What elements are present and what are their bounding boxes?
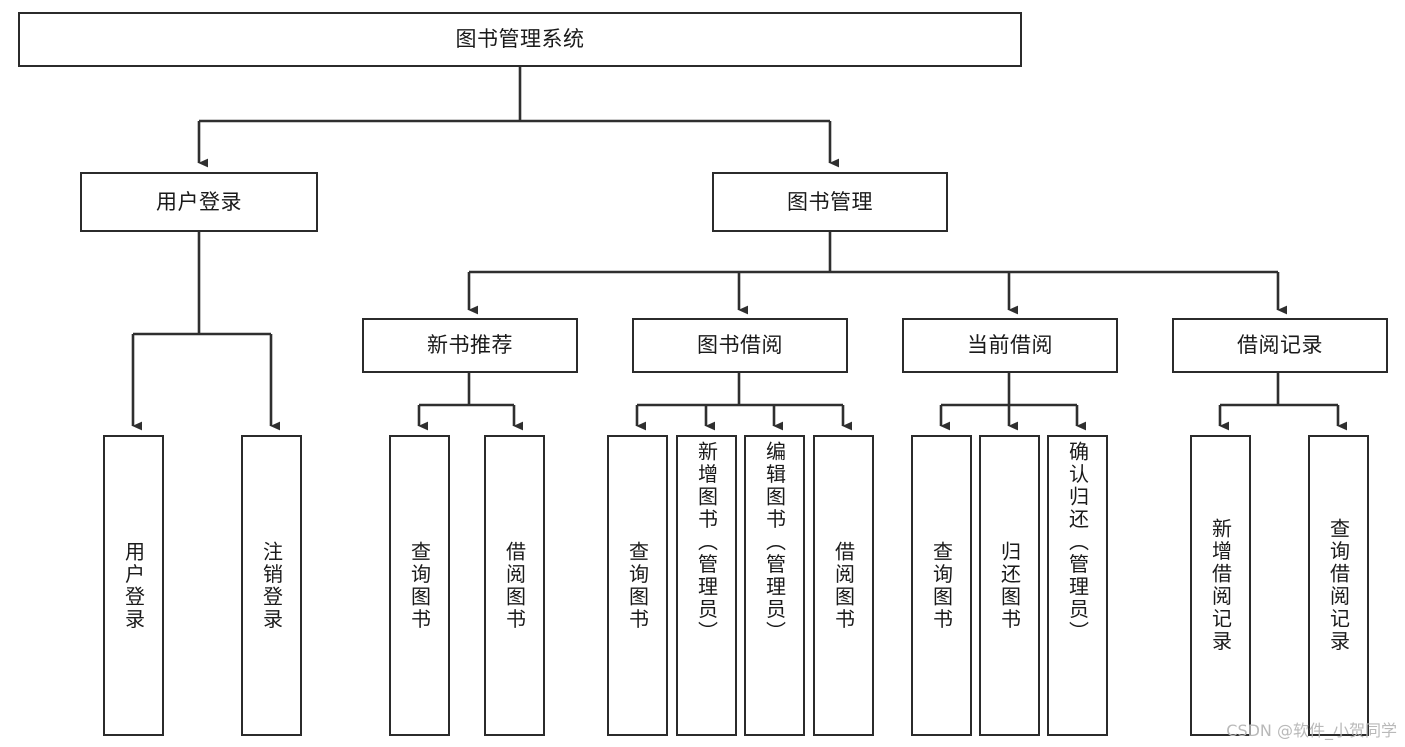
node-leaf-query-book-1[interactable]: 查询图书	[389, 435, 450, 736]
node-leaf-edit-book[interactable]: 编辑图书（管理员）	[744, 435, 805, 736]
node-leaf-query-book-3[interactable]: 查询图书	[911, 435, 972, 736]
node-book-borrow[interactable]: 图书借阅	[632, 318, 848, 373]
node-label: 借阅记录	[1237, 333, 1323, 358]
node-label: 借阅图书	[502, 540, 527, 631]
node-label: 查询图书	[407, 540, 432, 631]
node-leaf-query-record[interactable]: 查询借阅记录	[1308, 435, 1369, 736]
node-label: 用户登录	[156, 189, 242, 214]
node-label: 图书管理系统	[455, 27, 585, 52]
node-label: 新书推荐	[427, 333, 513, 358]
node-label: 归还图书	[997, 540, 1022, 631]
node-new-book-recommend[interactable]: 新书推荐	[362, 318, 578, 373]
node-user-login[interactable]: 用户登录	[80, 172, 318, 232]
node-book-management[interactable]: 图书管理	[712, 172, 948, 232]
node-leaf-add-record[interactable]: 新增借阅记录	[1190, 435, 1251, 736]
node-leaf-add-book[interactable]: 新增图书（管理员）	[676, 435, 737, 736]
node-label: 图书管理	[787, 189, 873, 214]
node-label: 用户登录	[121, 540, 146, 631]
node-borrow-record[interactable]: 借阅记录	[1172, 318, 1388, 373]
node-leaf-query-book-2[interactable]: 查询图书	[607, 435, 668, 736]
node-leaf-confirm-return[interactable]: 确认归还（管理员）	[1047, 435, 1108, 736]
node-leaf-user-login[interactable]: 用户登录	[103, 435, 164, 736]
node-label: 图书借阅	[697, 333, 783, 358]
node-label: 当前借阅	[967, 333, 1053, 358]
node-label: 编辑图书（管理员）	[762, 441, 787, 644]
node-label: 新增图书（管理员）	[694, 441, 719, 644]
node-label: 新增借阅记录	[1208, 518, 1233, 653]
node-label: 借阅图书	[831, 540, 856, 631]
node-label: 查询图书	[929, 540, 954, 631]
node-label: 注销登录	[259, 540, 284, 631]
csdn-watermark: CSDN @软件_小贺同学	[1226, 721, 1397, 740]
node-leaf-borrow-book-2[interactable]: 借阅图书	[813, 435, 874, 736]
node-label: 查询借阅记录	[1326, 518, 1351, 653]
node-leaf-return-book[interactable]: 归还图书	[979, 435, 1040, 736]
node-label: 确认归还（管理员）	[1065, 441, 1090, 644]
node-leaf-logout-login[interactable]: 注销登录	[241, 435, 302, 736]
node-current-borrow[interactable]: 当前借阅	[902, 318, 1118, 373]
node-leaf-borrow-book-1[interactable]: 借阅图书	[484, 435, 545, 736]
node-root-book-management-system[interactable]: 图书管理系统	[18, 12, 1022, 67]
node-label: 查询图书	[625, 540, 650, 631]
